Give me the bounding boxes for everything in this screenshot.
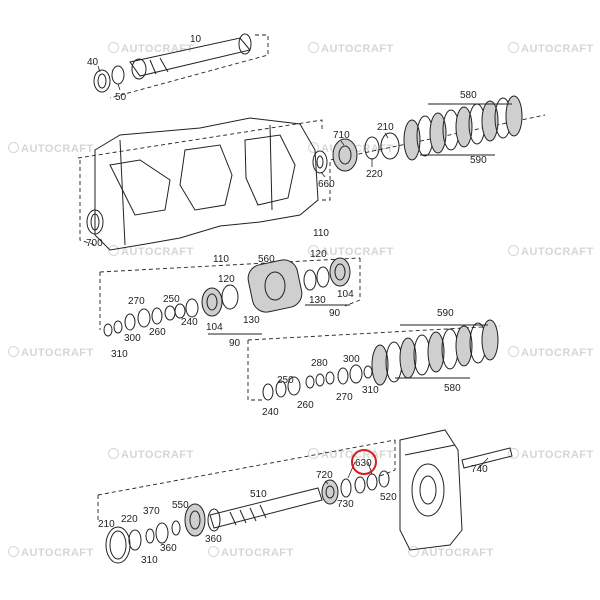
callout-110: 110 bbox=[213, 254, 229, 265]
callout-700: 700 bbox=[86, 238, 103, 249]
watermark: AUTOCRAFT bbox=[408, 546, 494, 559]
watermark: AUTOCRAFT bbox=[8, 346, 94, 359]
callout-590: 590 bbox=[470, 155, 487, 166]
snap-ring-220 bbox=[364, 136, 380, 160]
callout-120: 120 bbox=[218, 274, 235, 285]
clutch-plates-580-590 bbox=[403, 95, 523, 161]
watermark: AUTOCRAFT bbox=[208, 546, 294, 559]
synchro-group bbox=[99, 257, 361, 337]
callout-300: 300 bbox=[124, 333, 141, 344]
callout-510: 510 bbox=[250, 489, 267, 500]
callout-560: 560 bbox=[258, 254, 275, 265]
callout-90: 90 bbox=[329, 308, 341, 319]
callout-220: 220 bbox=[121, 514, 138, 525]
callout-104: 104 bbox=[206, 322, 223, 333]
callout-520: 520 bbox=[380, 492, 397, 503]
callout-270: 270 bbox=[128, 296, 145, 307]
watermark: AUTOCRAFT bbox=[508, 346, 594, 359]
watermark: AUTOCRAFT bbox=[8, 142, 94, 155]
callout-50: 50 bbox=[115, 92, 127, 103]
output-shaft-510 bbox=[209, 487, 323, 529]
callout-labels: 10 40 50 710 660 210 220 580 590 700 110… bbox=[86, 34, 488, 566]
callout-90: 90 bbox=[229, 338, 241, 349]
callout-210: 210 bbox=[377, 122, 394, 133]
seal-700 bbox=[86, 209, 104, 235]
callout-730: 730 bbox=[337, 499, 354, 510]
callout-120: 120 bbox=[310, 249, 327, 260]
bearing-104-left bbox=[201, 287, 223, 317]
callout-630: 630 bbox=[355, 458, 372, 469]
rear-cover bbox=[399, 429, 463, 551]
callout-130: 130 bbox=[243, 315, 260, 326]
watermark: AUTOCRAFT bbox=[508, 245, 594, 258]
callout-360: 360 bbox=[205, 534, 222, 545]
watermark: AUTOCRAFT bbox=[108, 448, 194, 461]
callout-550: 550 bbox=[172, 500, 189, 511]
callout-370: 370 bbox=[143, 506, 160, 517]
callout-720: 720 bbox=[316, 470, 333, 481]
callout-240: 240 bbox=[181, 317, 198, 328]
callout-360: 360 bbox=[160, 543, 177, 554]
washer-50 bbox=[111, 65, 125, 85]
callout-220: 220 bbox=[366, 169, 383, 180]
callout-300: 300 bbox=[343, 354, 360, 365]
bearing-660 bbox=[312, 150, 328, 174]
callout-270: 270 bbox=[336, 392, 353, 403]
callout-580: 580 bbox=[460, 90, 477, 101]
callout-590: 590 bbox=[437, 308, 454, 319]
watermark: AUTOCRAFT bbox=[108, 245, 194, 258]
callout-210: 210 bbox=[98, 519, 115, 530]
watermark: AUTOCRAFT bbox=[508, 42, 594, 55]
callout-260: 260 bbox=[149, 327, 166, 338]
bearing-104-right bbox=[329, 257, 351, 287]
output-shaft-group bbox=[97, 429, 513, 564]
callout-110: 110 bbox=[313, 228, 329, 239]
callout-40: 40 bbox=[87, 57, 99, 68]
ring-210 bbox=[380, 132, 400, 160]
callout-580: 580 bbox=[444, 383, 461, 394]
callout-660: 660 bbox=[318, 179, 335, 190]
watermark: AUTOCRAFT bbox=[8, 546, 94, 559]
callout-310: 310 bbox=[141, 555, 158, 566]
callout-240: 240 bbox=[262, 407, 279, 418]
gear-560 bbox=[247, 259, 303, 313]
input-shaft-group bbox=[93, 33, 269, 99]
watermark: AUTOCRAFT bbox=[308, 42, 394, 55]
gear-550 bbox=[184, 503, 206, 537]
leader-lines bbox=[97, 65, 489, 485]
callout-104: 104 bbox=[337, 289, 354, 300]
callout-130: 130 bbox=[309, 295, 326, 306]
callout-710: 710 bbox=[333, 130, 350, 141]
clutch-pack-2-group bbox=[247, 319, 501, 401]
pin-740 bbox=[461, 447, 513, 469]
highlight-circle-630 bbox=[351, 449, 377, 475]
gear-710 bbox=[332, 138, 358, 172]
callout-260: 260 bbox=[297, 400, 314, 411]
watermark: AUTOCRAFT bbox=[508, 448, 594, 461]
watermark: AUTOCRAFT bbox=[308, 245, 394, 258]
callout-250: 250 bbox=[277, 375, 294, 386]
bearing-720 bbox=[321, 479, 339, 505]
callout-10: 10 bbox=[190, 34, 202, 45]
callout-740: 740 bbox=[471, 464, 488, 475]
gearbox-housing bbox=[94, 117, 319, 251]
callout-250: 250 bbox=[163, 294, 180, 305]
clutch-plates-590-580 bbox=[371, 319, 499, 386]
callout-310: 310 bbox=[362, 385, 379, 396]
callout-280: 280 bbox=[311, 358, 328, 369]
washer-40 bbox=[93, 69, 111, 93]
housing-group bbox=[77, 95, 546, 251]
callout-310: 310 bbox=[111, 349, 128, 360]
